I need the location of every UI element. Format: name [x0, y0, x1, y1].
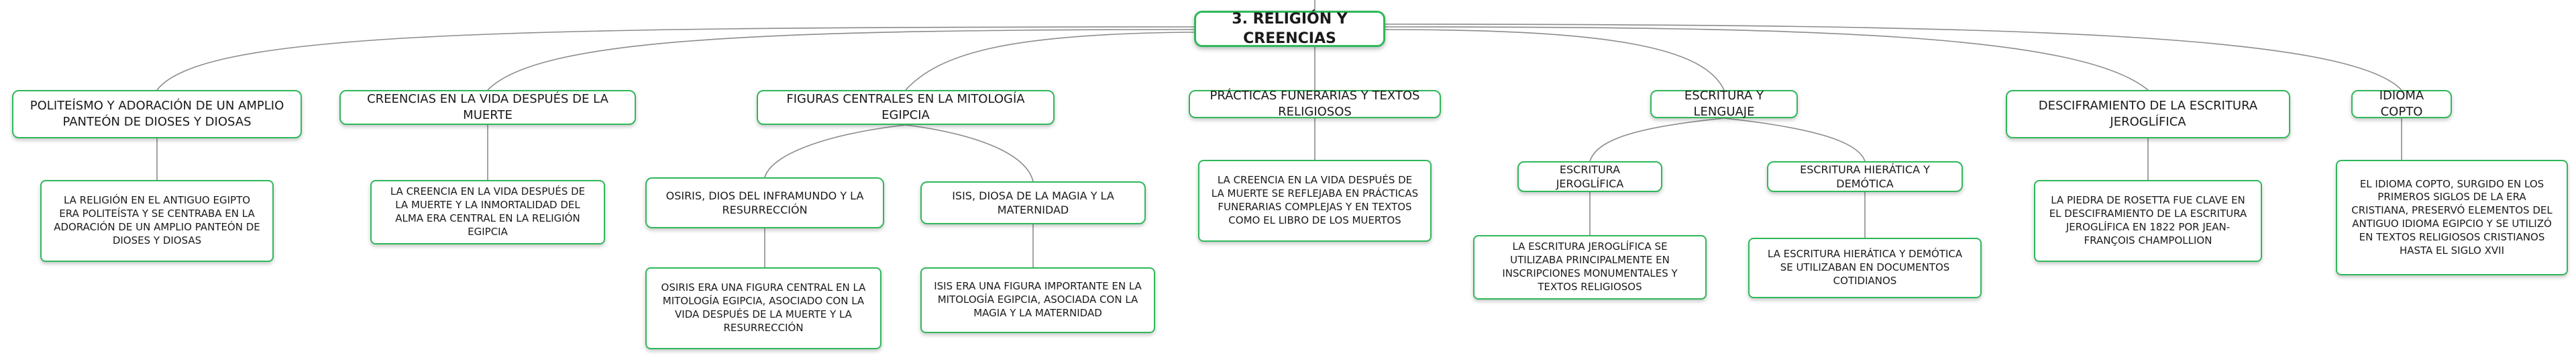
node-hieratica[interactable]: ESCRITURA HIERÁTICA Y DEMÓTICA [1767, 161, 1963, 192]
edge-root-copto [1385, 24, 2402, 91]
edge-escritura-hieratica [1723, 118, 1866, 162]
edge-root-desciframiento [1385, 26, 2149, 91]
node-figuras[interactable]: FIGURAS CENTRALES EN LA MITOLOGÍA EGIPCI… [757, 90, 1055, 125]
detail-vida-despues[interactable]: LA CREENCIA EN LA VIDA DESPUÉS DE LA MUE… [370, 180, 605, 244]
node-osiris[interactable]: OSIRIS, DIOS DEL INFRAMUNDO Y LA RESURRE… [645, 177, 884, 228]
edge-figuras-osiris [764, 124, 906, 178]
detail-hieratica[interactable]: LA ESCRITURA HIERÁTICA Y DEMÓTICA SE UTI… [1748, 238, 1982, 298]
edge-figuras-isis [905, 124, 1034, 182]
edge-root-vida-despues [487, 29, 1195, 91]
detail-jeroglifica[interactable]: LA ESCRITURA JEROGLÍFICA SE UTILIZABA PR… [1473, 235, 1707, 300]
edge-root-figuras [905, 32, 1195, 91]
detail-isis[interactable]: ISIS ERA UNA FIGURA IMPORTANTE EN LA MIT… [920, 267, 1155, 333]
node-jeroglifica[interactable]: ESCRITURA JEROGLÍFICA [1517, 161, 1662, 192]
node-politeismo[interactable]: POLITEÍSMO Y ADORACIÓN DE UN AMPLIO PANT… [12, 90, 302, 138]
node-copto[interactable]: IDIOMA COPTO [2351, 89, 2452, 119]
node-desciframiento[interactable]: DESCIFRAMIENTO DE LA ESCRITURA JEROGLÍFI… [2006, 90, 2290, 138]
detail-osiris[interactable]: OSIRIS ERA UNA FIGURA CENTRAL EN LA MITO… [645, 267, 881, 349]
node-vida-despues[interactable]: CREENCIAS EN LA VIDA DESPUÉS DE LA MUERT… [339, 90, 636, 125]
detail-funerarias[interactable]: LA CREENCIA EN LA VIDA DESPUÉS DE LA MUE… [1198, 160, 1432, 242]
detail-desciframiento[interactable]: LA PIEDRA DE ROSETTA FUE CLAVE EN EL DES… [2034, 180, 2262, 262]
detail-copto[interactable]: EL IDIOMA COPTO, SURGIDO EN LOS PRIMEROS… [2336, 160, 2568, 275]
edge-root-escritura [1385, 29, 1725, 91]
detail-politeismo[interactable]: LA RELIGIÓN EN EL ANTIGUO EGIPTO ERA POL… [40, 180, 274, 262]
node-isis[interactable]: ISIS, DIOSA DE LA MAGIA Y LA MATERNIDAD [920, 181, 1146, 224]
root-node[interactable]: 3. RELIGIÓN Y CREENCIAS [1194, 11, 1385, 47]
edge-escritura-jeroglifica [1589, 118, 1725, 162]
edge-root-politeismo [156, 26, 1195, 91]
node-escritura[interactable]: ESCRITURA Y LENGUAJE [1650, 89, 1798, 119]
node-funerarias[interactable]: PRÁCTICAS FUNERARIAS Y TEXTOS RELIGIOSOS [1189, 89, 1441, 119]
